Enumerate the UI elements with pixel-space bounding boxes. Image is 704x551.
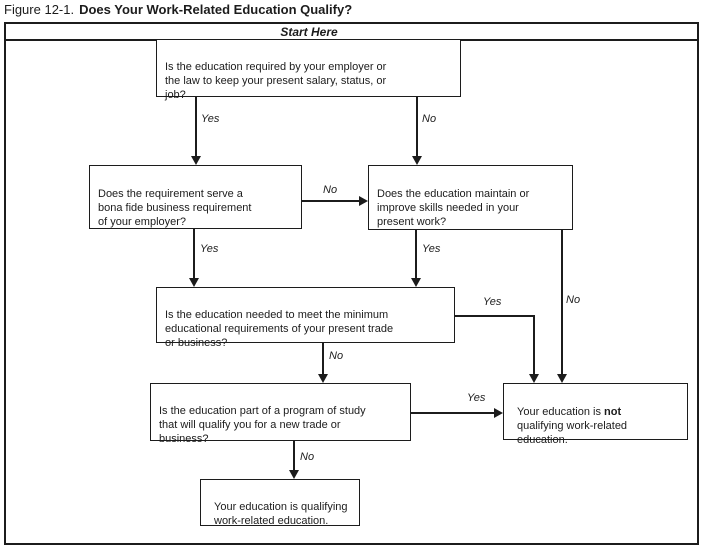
edge-q3-notqualifying-arrowhead-icon <box>557 374 567 383</box>
edge-q5-notqualifying-arrowhead-icon <box>494 408 503 418</box>
edge-q5-qualifying-label: No <box>300 451 315 463</box>
node-q1: Is the education required by your employ… <box>156 39 461 101</box>
edge-q4-notqualifying-arrowhead-icon <box>529 374 539 383</box>
edge-q4-notqualifying-hline <box>455 315 535 317</box>
start-here-label: Start Here <box>280 25 338 39</box>
edge-q3-notqualifying-line <box>561 230 563 375</box>
edge-q5-qualifying-arrowhead-icon <box>289 470 299 479</box>
edge-q1-q2-arrowhead-icon <box>191 156 201 165</box>
node-not-qualifying-text-before: Your education is <box>517 406 605 418</box>
edge-q4-notqualifying-vline <box>533 315 535 375</box>
edge-q1-q3-line <box>416 97 418 157</box>
edge-q1-q2-label: Yes <box>201 113 220 125</box>
edge-q3-q4-label: Yes <box>422 243 441 255</box>
figure-title: Figure 12-1. Does Your Work-Related Educa… <box>4 2 352 17</box>
edge-q1-q3-label: No <box>422 113 437 125</box>
node-not-qualifying: Your education is not qualifying work-re… <box>503 383 688 445</box>
node-qualifying-text: Your education is qualifying work-relate… <box>214 501 348 527</box>
edge-q1-q3-arrowhead-icon <box>412 156 422 165</box>
edge-q5-notqualifying-label: Yes <box>467 392 486 404</box>
edge-q4-q5-line <box>322 343 324 375</box>
node-q2: Does the requirement serve a bona fide b… <box>89 165 302 229</box>
edge-q2-q4-label: Yes <box>200 243 219 255</box>
edge-q5-qualifying-line <box>293 441 295 471</box>
edge-q3-q4-arrowhead-icon <box>411 278 421 287</box>
node-q5-text: Is the education part of a program of st… <box>159 405 366 445</box>
node-qualifying: Your education is qualifying work-relate… <box>200 479 360 527</box>
node-not-qualifying-text-after: qualifying work-related education. <box>517 420 628 446</box>
edge-q4-notqualifying-label: Yes <box>483 296 502 308</box>
node-q4: Is the education needed to meet the mini… <box>156 287 455 349</box>
edge-q1-q2-line <box>195 97 197 157</box>
edge-q4-q5-arrowhead-icon <box>318 374 328 383</box>
node-not-qualifying-text-bold: not <box>604 406 622 418</box>
edge-q3-notqualifying-label: No <box>566 294 581 306</box>
edge-q2-q3-line <box>302 200 360 202</box>
edge-q2-q3-arrowhead-icon <box>359 196 368 206</box>
edge-q3-q4-line <box>415 230 417 279</box>
edge-q4-q5-label: No <box>329 350 344 362</box>
edge-q2-q3-label: No <box>323 184 338 196</box>
node-q3-text: Does the education maintain or improve s… <box>377 188 530 228</box>
edge-q2-q4-line <box>193 229 195 279</box>
node-q4-text: Is the education needed to meet the mini… <box>165 309 394 349</box>
node-q2-text: Does the requirement serve a bona fide b… <box>98 188 252 228</box>
node-q5: Is the education part of a program of st… <box>150 383 411 445</box>
figure-number: Figure 12-1. <box>4 2 75 17</box>
flowchart-frame <box>4 22 699 545</box>
figure-heading: Does Your Work-Related Education Qualify… <box>79 2 353 17</box>
edge-q2-q4-arrowhead-icon <box>189 278 199 287</box>
node-q1-text: Is the education required by your employ… <box>165 61 387 101</box>
node-q3: Does the education maintain or improve s… <box>368 165 573 230</box>
edge-q5-notqualifying-line <box>411 412 495 414</box>
